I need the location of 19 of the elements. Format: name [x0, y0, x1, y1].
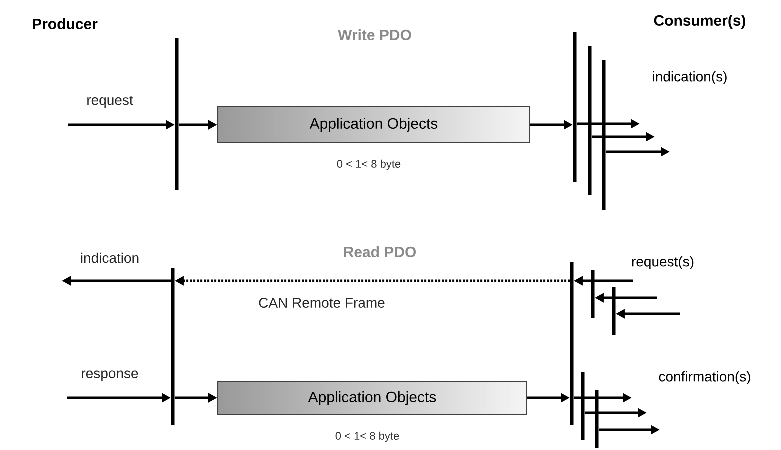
label-text: confirmation(s): [659, 371, 750, 385]
heading: Consumer(s): [654, 15, 746, 29]
heading: Write PDO: [338, 30, 412, 40]
bar: [595, 390, 599, 448]
heading: Producer: [33, 18, 98, 30]
bar: [602, 60, 606, 210]
size-note: 0 < 1< 8 byte: [337, 160, 401, 170]
process-box: Application Objects: [218, 382, 528, 416]
size-note: 0 < 1< 8 byte: [336, 432, 400, 442]
label-text: indication(s): [653, 71, 727, 85]
process-box: Application Objects: [218, 106, 530, 144]
heading: Read PDO: [344, 246, 416, 258]
bar: [588, 46, 592, 195]
bar: [581, 372, 585, 440]
edge-label: CAN Remote Frame: [258, 297, 386, 309]
edge-label: indication: [79, 252, 141, 264]
edge-label: response: [80, 370, 140, 382]
edge-label: request: [86, 95, 134, 109]
label-text: request(s): [632, 256, 694, 270]
